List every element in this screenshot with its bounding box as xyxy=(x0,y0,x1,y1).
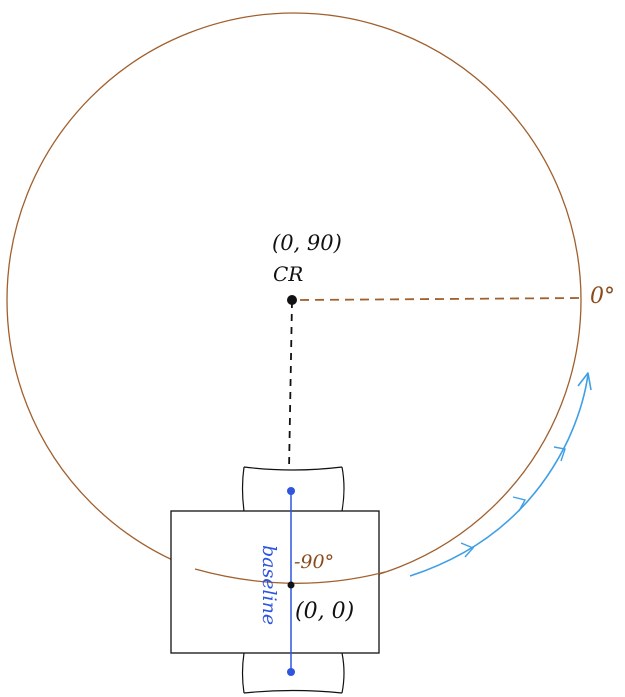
rotation-chevron-2-icon xyxy=(512,496,527,512)
rotation-arrow-head-icon xyxy=(577,372,592,391)
origin-dot xyxy=(287,581,295,589)
rotation-chevron-3-icon xyxy=(553,446,566,462)
baseline-label: baseline xyxy=(258,545,280,625)
negative-ninety-degree-label: -90° xyxy=(294,551,334,573)
rotation-direction-arrow xyxy=(409,373,589,577)
rotation-chevron-1-icon xyxy=(460,542,475,558)
baseline-bottom-dot xyxy=(287,668,295,676)
upper-wheel xyxy=(241,466,345,512)
origin-coords-label: (0, 0) xyxy=(295,599,354,624)
lower-wheel xyxy=(241,652,345,694)
center-of-rotation-dot xyxy=(287,295,297,305)
baseline-top-dot xyxy=(287,487,295,495)
center-of-rotation-coords-label: (0, 90) xyxy=(272,231,342,255)
center-of-rotation-label: CR xyxy=(273,262,303,286)
zero-degree-label: 0° xyxy=(590,284,615,309)
zero-degree-dashed-radius xyxy=(299,297,583,301)
center-to-robot-dashed-line xyxy=(288,300,293,471)
